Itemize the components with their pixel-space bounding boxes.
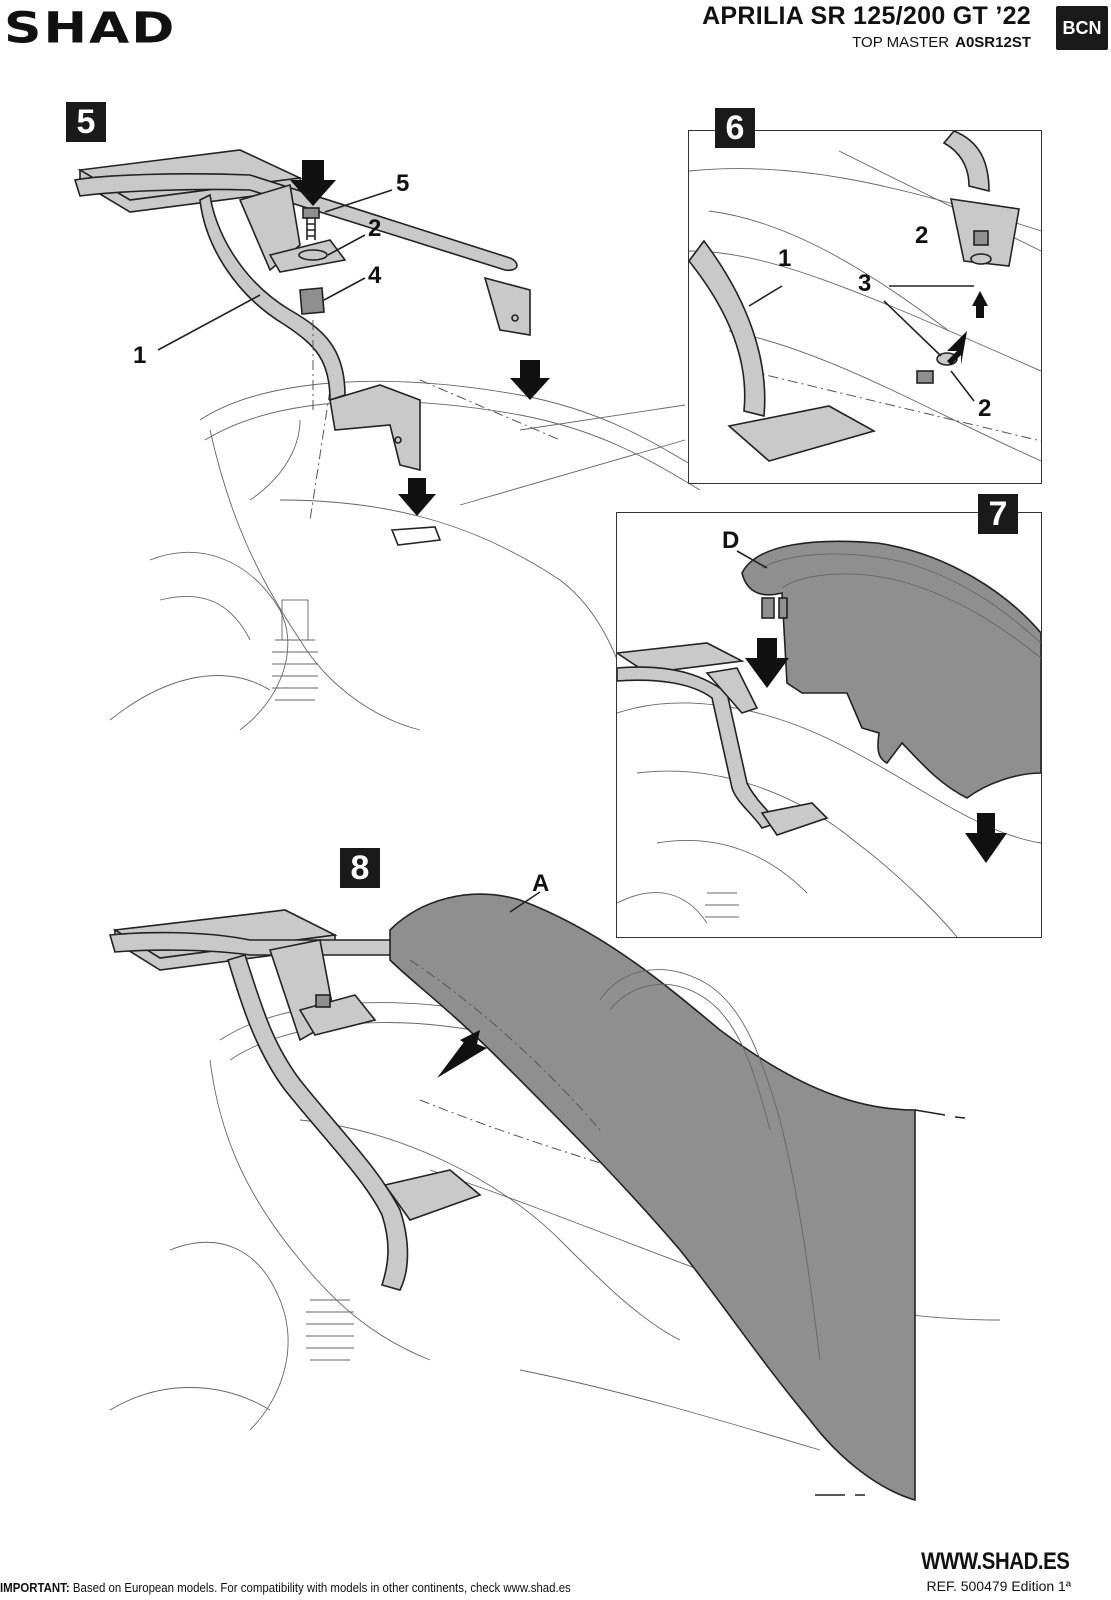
important-note: IMPORTANT: Based on European models. For… — [0, 1580, 571, 1595]
document-title: APRILIA SR 125/200 GT ’22 — [702, 2, 1031, 30]
callout-2: 2 — [915, 222, 929, 249]
important-text: Based on European models. For compatibil… — [72, 1580, 571, 1595]
down-arrow-icon — [965, 813, 1007, 863]
bolt-5 — [302, 207, 320, 219]
callout-3: 3 — [858, 270, 872, 297]
step-7-detail-frame — [616, 512, 1042, 938]
callout-2: 2 — [368, 215, 382, 242]
brand-name: SHAD — [4, 3, 177, 54]
rack-tube — [73, 173, 518, 272]
product-code: A0SR12ST — [955, 34, 1031, 51]
product-name: TOP MASTER — [852, 34, 950, 51]
step-6-detail-frame — [688, 130, 1042, 484]
callout-d: D — [722, 527, 740, 554]
callout-1: 1 — [133, 342, 147, 369]
down-arrow-icon — [745, 638, 789, 688]
seat-a — [389, 893, 916, 1502]
important-label: IMPORTANT: — [0, 1580, 70, 1595]
rack-tube — [689, 239, 766, 418]
spacer-4 — [299, 287, 325, 315]
spring — [272, 599, 318, 701]
reference-edition: REF. 500479 Edition 1ª — [926, 1578, 1072, 1594]
website-link[interactable]: WWW.SHAD.ES — [920, 1548, 1070, 1575]
step-8-number: 8 — [340, 848, 380, 888]
callout-a: A — [532, 870, 550, 897]
callout-4: 4 — [368, 262, 382, 289]
spring — [306, 1299, 354, 1361]
down-arrow-icon — [510, 360, 550, 400]
rack-tube — [617, 666, 779, 829]
diagonal-arrow-icon — [437, 1030, 487, 1078]
product-subtitle: TOP MASTER A0SR12ST — [852, 34, 1031, 51]
shad-logo: SHAD — [4, 3, 254, 58]
rack-tube — [227, 954, 409, 1291]
diagonal-arrow-icon — [947, 331, 967, 365]
callout-5: 5 — [396, 170, 410, 197]
up-arrow-icon — [972, 291, 988, 318]
step-5-number: 5 — [66, 102, 106, 142]
seat — [741, 540, 1041, 799]
down-arrow-icon — [398, 478, 436, 516]
callout-1: 1 — [778, 245, 792, 272]
down-arrow-icon — [290, 160, 336, 206]
callout-2: 2 — [978, 395, 992, 422]
step-6-number: 6 — [715, 108, 755, 148]
step-7-number: 7 — [978, 494, 1018, 534]
bcn-badge: BCN — [1056, 6, 1108, 50]
washer-2 — [298, 249, 328, 261]
